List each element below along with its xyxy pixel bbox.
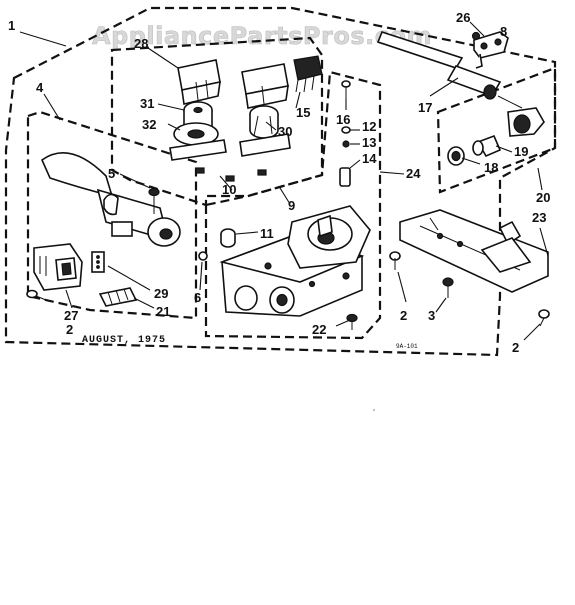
part-pilot-orifice-19 (472, 107, 545, 158)
callout-5: 5 (108, 166, 115, 181)
callout-28: 28 (134, 36, 148, 51)
callout-numbers: 1 4 5 28 31 32 15 30 16 12 13 14 24 17 2… (8, 10, 550, 355)
callout-12: 12 (362, 119, 376, 134)
part-screw-5 (148, 187, 160, 214)
part-bracket-26 (473, 31, 509, 69)
callout-13: 13 (362, 135, 376, 150)
callout-3: 3 (428, 308, 435, 323)
part-washer-12 (341, 126, 351, 134)
date-stamp: AUGUST, 1975 (82, 335, 166, 346)
assembly-boundary-thermostat (110, 36, 324, 207)
part-screw-2-right (389, 251, 401, 270)
part-spring-14 (339, 167, 351, 187)
callout-2-center: 2 (400, 308, 407, 323)
callout-8: 8 (500, 24, 507, 39)
callout-14: 14 (362, 151, 377, 166)
callout-24: 24 (406, 166, 421, 181)
callout-9: 9 (288, 198, 295, 213)
watermark: AppliancePartsPros.com (92, 22, 432, 50)
part-nut-18 (447, 146, 465, 166)
part-connector-21 (98, 287, 138, 307)
callout-32: 32 (142, 117, 156, 132)
part-cap-11 (220, 228, 236, 248)
callout-18: 18 (484, 160, 498, 175)
scan-speck (373, 409, 375, 411)
callout-22: 22 (312, 322, 326, 337)
part-valve-body (219, 205, 371, 317)
part-spacers-10 (195, 167, 267, 182)
drawing-code: 9A-101 (396, 343, 418, 350)
part-screw-22 (346, 313, 358, 330)
callout-10: 10 (222, 182, 236, 197)
callout-29: 29 (154, 286, 168, 301)
part-terminal-plate-29 (91, 251, 105, 273)
callout-16: 16 (336, 112, 350, 127)
assembly-boundary-pilot (436, 66, 557, 194)
callout-2-left: 2 (66, 322, 73, 337)
callout-1: 1 (8, 18, 15, 33)
callout-6: 6 (194, 290, 201, 305)
part-screw-2-far-right (538, 309, 550, 327)
leader-lines (19, 21, 549, 341)
callout-27: 27 (64, 308, 78, 323)
callout-31: 31 (140, 96, 154, 111)
part-screw-2-left (26, 289, 47, 301)
callout-19: 19 (514, 144, 528, 159)
part-mounting-bracket-23 (399, 209, 549, 293)
part-solenoid-bracket-left (177, 59, 221, 105)
callout-15: 15 (296, 105, 310, 120)
part-switch-27 (33, 243, 83, 291)
part-tube-17 (376, 31, 523, 109)
part-burner-4 (41, 152, 181, 247)
part-screw-3 (442, 277, 454, 298)
part-solenoid-bracket-right (241, 63, 289, 109)
callout-23: 23 (532, 210, 546, 225)
callout-2-right: 2 (512, 340, 519, 355)
callout-20: 20 (536, 190, 550, 205)
callout-26: 26 (456, 10, 470, 25)
part-coil-30 (239, 105, 291, 157)
part-fitting-6 (198, 251, 208, 261)
callout-21: 21 (156, 304, 170, 319)
callout-4: 4 (36, 80, 44, 95)
assembly-boundary-valve (204, 70, 382, 340)
part-switch-15 (293, 55, 323, 93)
part-screw-16 (341, 80, 351, 98)
callout-17: 17 (418, 100, 432, 115)
assembly-boundary-outer (4, 6, 557, 357)
part-disc-32 (169, 122, 227, 161)
part-screw-8 (471, 31, 481, 41)
part-ball-13 (342, 140, 350, 148)
callout-30: 30 (278, 124, 292, 139)
callout-11: 11 (260, 226, 274, 241)
